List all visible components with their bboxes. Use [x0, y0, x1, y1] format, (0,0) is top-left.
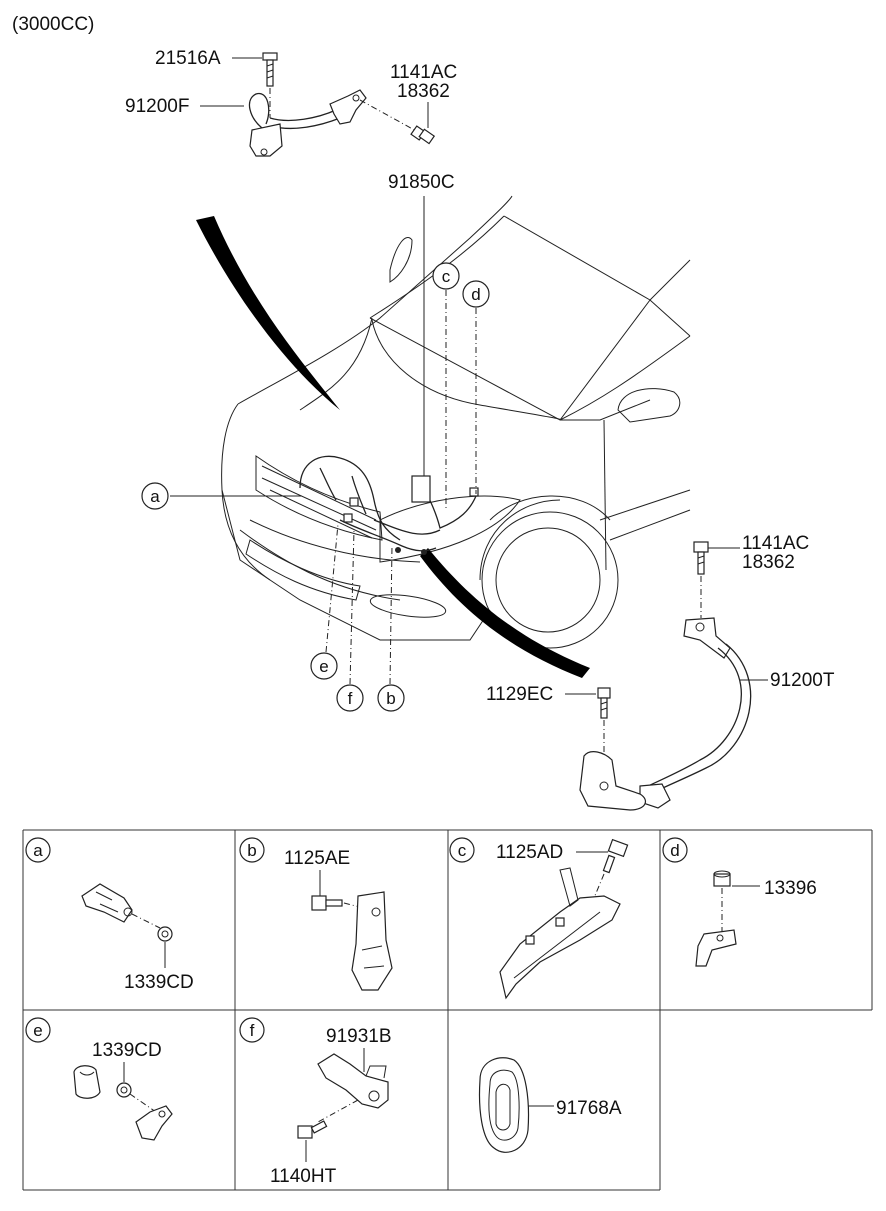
detail-panel-e: e 1339CD: [25, 1017, 173, 1141]
engine-label: (3000CC): [12, 14, 94, 35]
panel-f-part-top: 91931B: [326, 1026, 392, 1047]
svg-text:d: d: [471, 285, 480, 304]
callout-1129ec: 1129EC: [486, 684, 553, 705]
callout-18362-right: 18362: [742, 552, 795, 573]
callout-18362-top: 18362: [397, 81, 450, 102]
ground-cable-91200f: 21516A 91200F 1141AC 18362: [125, 48, 457, 157]
panel-d-letter: d: [670, 841, 679, 860]
detail-panel-d: d 13396: [662, 837, 817, 967]
detail-panel-grommet: 91768A: [478, 1057, 622, 1153]
nut-13396-icon: [713, 870, 731, 887]
svg-text:b: b: [386, 689, 395, 708]
panel-c-letter: c: [458, 841, 467, 860]
panel-g-part: 91768A: [556, 1098, 622, 1119]
bolt-1129ec-icon: [597, 687, 611, 719]
marker-f: f: [336, 684, 364, 712]
svg-text:a: a: [150, 487, 160, 506]
detail-panel-b: b 1125AE: [239, 837, 393, 991]
marker-c: c: [432, 262, 460, 290]
svg-text:f: f: [348, 689, 353, 708]
detail-grid: [22, 829, 873, 1191]
callout-91200t: 91200T: [770, 670, 835, 691]
panel-e-letter: e: [33, 1021, 42, 1040]
bolt-1125ae-icon: [311, 895, 343, 911]
marker-b: b: [377, 684, 405, 712]
bolt-1125ad-icon: [602, 838, 629, 874]
nut-1339cd-icon: [157, 926, 173, 942]
callout-91200f: 91200F: [125, 96, 189, 117]
svg-text:e: e: [319, 657, 328, 676]
panel-e-part: 1339CD: [92, 1040, 162, 1061]
panel-b-part: 1125AE: [284, 848, 350, 869]
detail-panel-f: f 91931B 1140HT: [239, 1017, 392, 1187]
panel-a-part: 1339CD: [124, 972, 194, 993]
bolt-21516a-icon: [262, 52, 278, 87]
bolt-1140ht-icon: [297, 1120, 328, 1139]
callout-1141ac-right: 1141AC: [742, 533, 809, 554]
grommet-91768a-icon: [478, 1057, 530, 1153]
callout-91850c: 91850C: [388, 172, 455, 193]
panel-c-part: 1125AD: [496, 842, 563, 863]
svg-text:c: c: [442, 267, 451, 286]
panel-b-letter: b: [247, 841, 256, 860]
marker-d: d: [462, 280, 490, 308]
detail-panel-a: a 1339CD: [25, 837, 194, 993]
nut-1339cd-e-icon: [116, 1082, 132, 1098]
section-arrow-lower: [420, 548, 590, 678]
detail-panel-c: c 1125AD: [449, 837, 629, 1000]
main-harness-91850c: 91850C: [299, 172, 479, 555]
marker-a: a: [141, 482, 169, 510]
bolt-1141ac-top-icon: [410, 125, 436, 145]
vehicle-outline: [221, 195, 691, 649]
callout-1141ac-top: 1141AC: [390, 62, 457, 83]
marker-leaders: [170, 290, 477, 685]
section-arrow-upper: [196, 216, 340, 410]
marker-e: e: [310, 652, 338, 680]
panel-f-part-bottom: 1140HT: [270, 1166, 337, 1187]
ground-cable-91200t: 1141AC 18362 91200T 1129EC: [486, 533, 835, 811]
panel-a-letter: a: [33, 841, 43, 860]
panel-f-letter: f: [250, 1021, 255, 1040]
callout-21516a: 21516A: [155, 48, 221, 69]
bolt-1141ac-right-icon: [693, 541, 709, 575]
panel-d-part: 13396: [764, 878, 817, 899]
